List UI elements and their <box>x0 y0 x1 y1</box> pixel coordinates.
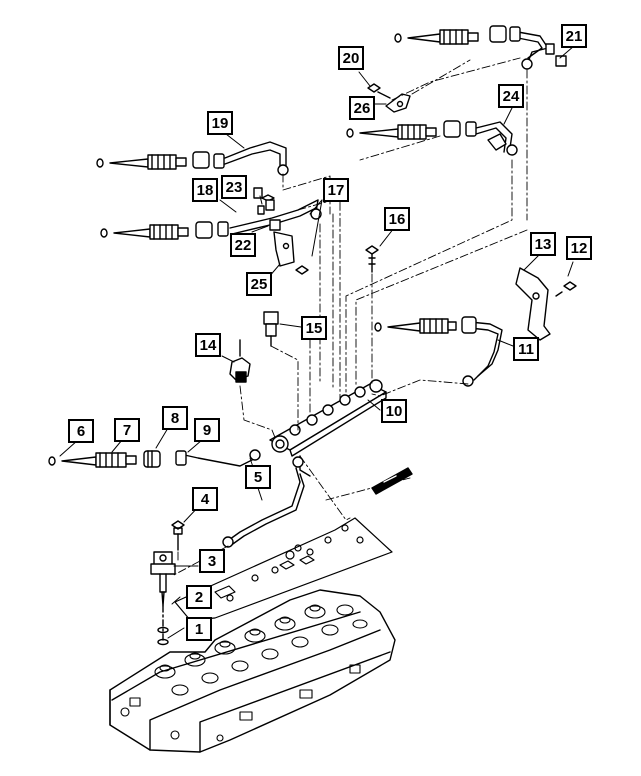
fuel-line-part-5 <box>222 467 305 548</box>
hold-down-bolt-part-4 <box>171 520 185 551</box>
bolt-part-12 <box>555 281 577 297</box>
sealing-strip <box>371 467 413 495</box>
injector-row-1 <box>96 151 225 170</box>
callout-3[interactable]: 3 <box>199 549 225 573</box>
bolt-part-20 <box>367 83 391 99</box>
injector-lower-left <box>48 450 187 468</box>
callout-6[interactable]: 6 <box>68 419 94 443</box>
callout-5[interactable]: 5 <box>245 465 271 489</box>
clip-part-22 <box>269 219 281 231</box>
bolt-part-16 <box>365 245 379 273</box>
clamp-part-26 <box>385 93 411 113</box>
callout-26[interactable]: 26 <box>349 96 375 120</box>
callout-9[interactable]: 9 <box>194 418 220 442</box>
bracket-part-13 <box>515 267 551 341</box>
callout-13[interactable]: 13 <box>530 232 556 256</box>
callout-22[interactable]: 22 <box>230 233 256 257</box>
clip-small-upper-right <box>545 43 567 67</box>
injector-row-4-right <box>374 316 477 334</box>
fuel-line-part-21 <box>517 31 549 70</box>
callout-14[interactable]: 14 <box>195 333 221 357</box>
assembly-leader-lines <box>171 57 528 577</box>
injector-row-3-right <box>346 120 477 140</box>
callout-23[interactable]: 23 <box>221 175 247 199</box>
relief-valve-part-15 <box>263 311 279 347</box>
callout-19[interactable]: 19 <box>207 111 233 135</box>
clamp-part-25 <box>273 231 309 275</box>
callout-2[interactable]: 2 <box>186 585 212 609</box>
fuel-line-part-24 <box>475 121 518 156</box>
clip-part-23 <box>253 187 275 215</box>
callout-24[interactable]: 24 <box>498 84 524 108</box>
callout-4[interactable]: 4 <box>192 487 218 511</box>
callout-12[interactable]: 12 <box>566 236 592 260</box>
callout-20[interactable]: 20 <box>338 46 364 70</box>
callout-17[interactable]: 17 <box>323 178 349 202</box>
callout-11[interactable]: 11 <box>513 337 539 361</box>
fuel-rail-part-10 <box>269 379 387 477</box>
callout-10[interactable]: 10 <box>381 399 407 423</box>
injector-row-2 <box>100 221 229 240</box>
fuel-line-part-19 <box>224 141 289 176</box>
callout-25[interactable]: 25 <box>246 272 272 296</box>
fuel-line-part-9 <box>179 449 261 467</box>
cylinder-head <box>109 589 396 753</box>
callout-15[interactable]: 15 <box>301 316 327 340</box>
callout-21[interactable]: 21 <box>561 24 587 48</box>
injector-top-right <box>394 25 521 45</box>
callout-16[interactable]: 16 <box>384 207 410 231</box>
callout-8[interactable]: 8 <box>162 406 188 430</box>
callout-1[interactable]: 1 <box>186 617 212 641</box>
callout-7[interactable]: 7 <box>114 418 140 442</box>
pressure-sensor-part-14 <box>229 339 251 383</box>
callout-18[interactable]: 18 <box>192 178 218 202</box>
fuel-injector-part-3 <box>150 551 176 646</box>
